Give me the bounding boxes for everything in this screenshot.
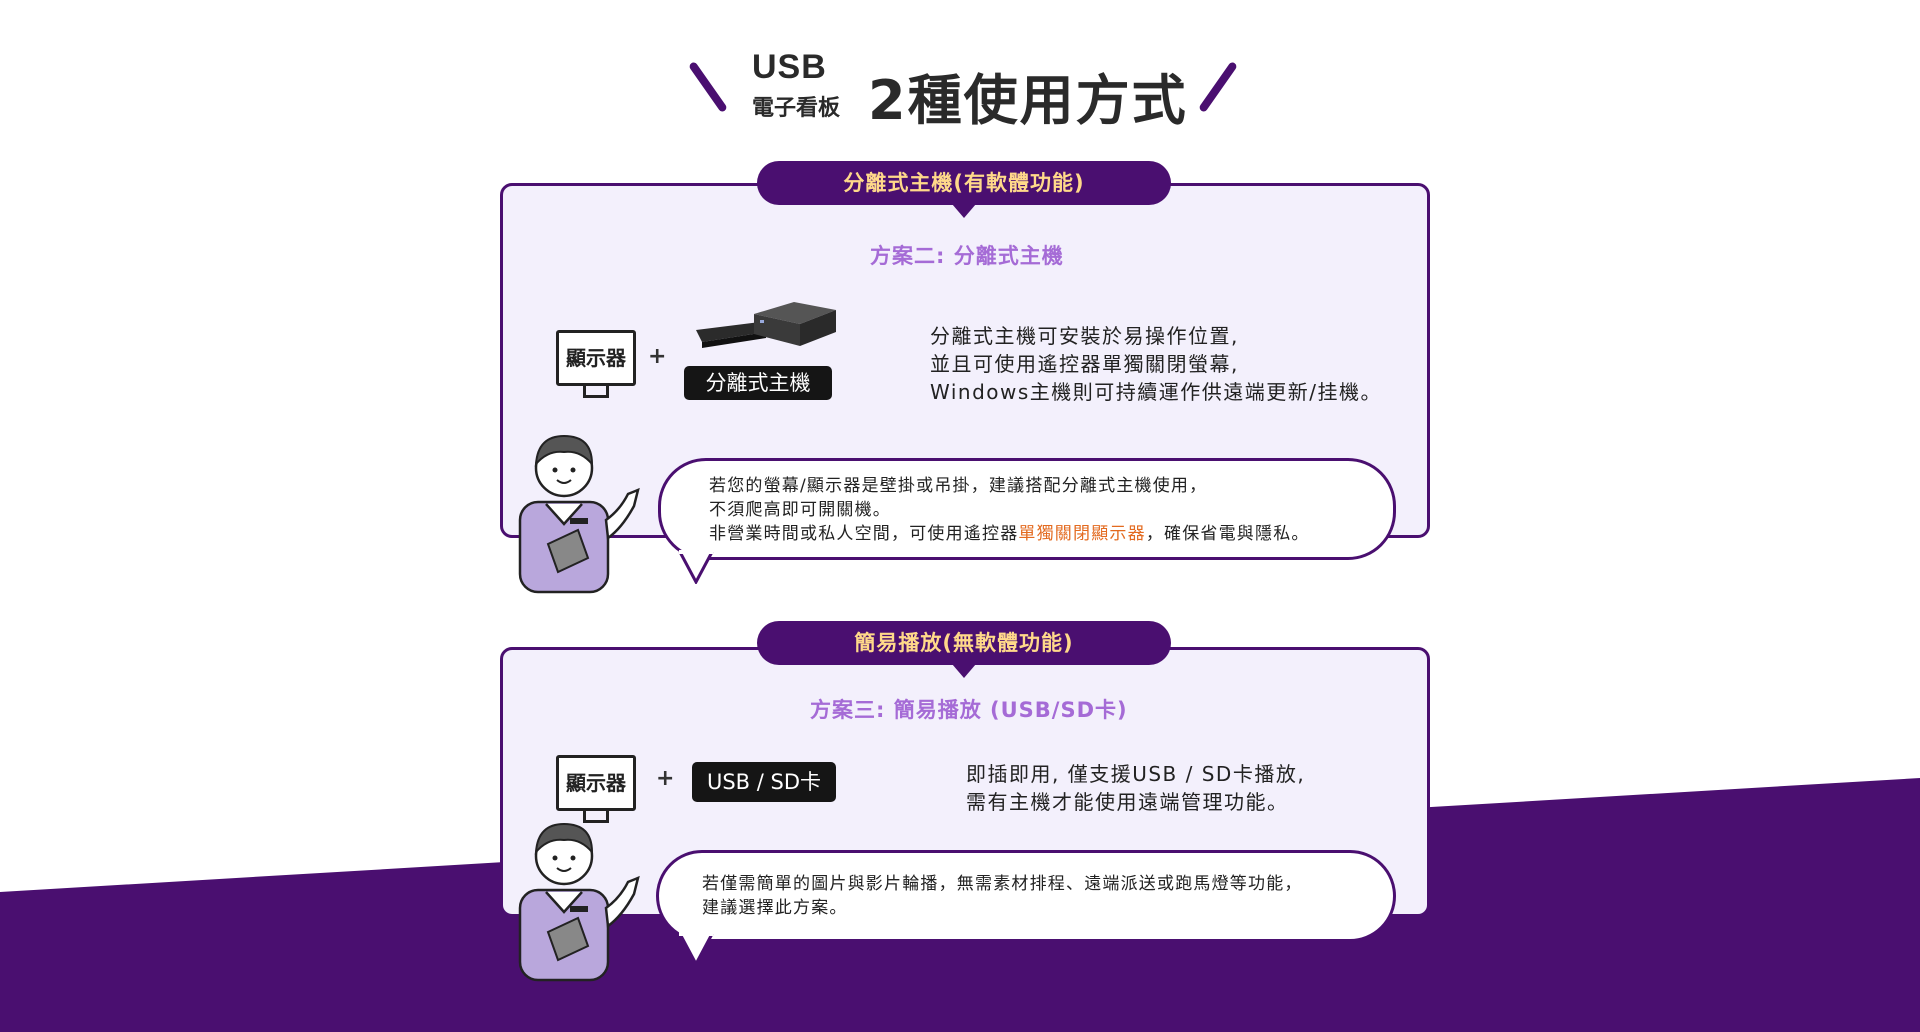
tip-bubble-1 <box>658 458 1396 560</box>
description-line: 需有主機才能使用遠端管理功能。 <box>966 790 1289 814</box>
device-tag-usb-sd: USB / SD卡 <box>692 762 836 802</box>
pill-pointer-icon <box>952 664 976 678</box>
monitor-icon: 顯示器 <box>556 330 636 386</box>
monitor-label: 顯示器 <box>566 771 626 795</box>
plus-sign: + <box>648 344 667 369</box>
tip-text-2: 若僅需簡單的圖片與影片輪播，無需素材排程、遠端派送或跑馬燈等功能， 建議選擇此方… <box>702 872 1303 920</box>
tip-line: 若僅需簡單的圖片與影片輪播，無需素材排程、遠端派送或跑馬燈等功能， <box>702 874 1303 894</box>
monitor-stand-icon <box>583 811 609 823</box>
bubble-tail-icon <box>678 932 714 966</box>
monitor-label: 顯示器 <box>566 346 626 370</box>
section-2-scheme-title: 方案三: 簡易播放 (USB/SD卡) <box>810 698 1128 722</box>
tip-line: 不須爬高即可開關機。 <box>709 500 891 520</box>
header-subtitle: 電子看板 <box>752 96 841 121</box>
section-1-description: 分離式主機可安裝於易操作位置, 並且可使用遙控器單獨關閉螢幕, Windows主… <box>930 322 1382 406</box>
description-line: Windows主機則可持續運作供遠端更新/挂機。 <box>930 380 1383 404</box>
monitor-icon: 顯示器 <box>556 755 636 811</box>
tip-line-text: 非營業時間或私人空間，可使用遙控器 <box>709 524 1019 544</box>
description-line: 分離式主機可安裝於易操作位置, <box>930 324 1239 348</box>
slash-left-icon <box>688 60 728 114</box>
header-usb: USB <box>752 48 827 86</box>
tip-line-text: ，確保省電與隱私。 <box>1145 524 1310 544</box>
description-line: 並且可使用遙控器單獨關閉螢幕, <box>930 352 1239 376</box>
pill-pointer-icon <box>952 204 976 218</box>
tip-line: 非營業時間或私人空間，可使用遙控器單獨關閉顯示器，確保省電與隱私。 <box>709 522 1310 546</box>
page-title: 2種使用方式 <box>868 69 1188 132</box>
monitor-stand-icon <box>583 386 609 398</box>
tip-text-1: 若您的螢幕/顯示器是壁掛或吊掛，建議搭配分離式主機使用， 不須爬高即可開關機。 … <box>709 474 1310 546</box>
section-1-pill: 分離式主機(有軟體功能) <box>757 161 1171 205</box>
bubble-tail-icon <box>678 550 714 584</box>
tip-line: 若您的螢幕/顯示器是壁掛或吊掛，建議搭配分離式主機使用， <box>709 476 1208 496</box>
staff-person-icon <box>518 434 640 594</box>
device-tag-separate-host: 分離式主機 <box>684 366 832 400</box>
staff-person-icon <box>518 822 640 982</box>
section-1-scheme-title: 方案二: 分離式主機 <box>870 244 1064 268</box>
plus-sign: + <box>656 766 675 791</box>
section-2-pill: 簡易播放(無軟體功能) <box>757 621 1171 665</box>
tip-line: 建議選擇此方案。 <box>702 898 848 918</box>
section-2-description: 即插即用, 僅支援USB / SD卡播放, 需有主機才能使用遠端管理功能。 <box>966 760 1305 816</box>
mini-pc-image <box>696 302 836 348</box>
page-header: USB 電子看板 2種使用方式 <box>688 48 1238 132</box>
tip-highlight: 單獨關閉顯示器 <box>1018 524 1146 544</box>
description-line: 即插即用, 僅支援USB / SD卡播放, <box>966 762 1306 786</box>
tip-bubble-2 <box>656 850 1396 942</box>
